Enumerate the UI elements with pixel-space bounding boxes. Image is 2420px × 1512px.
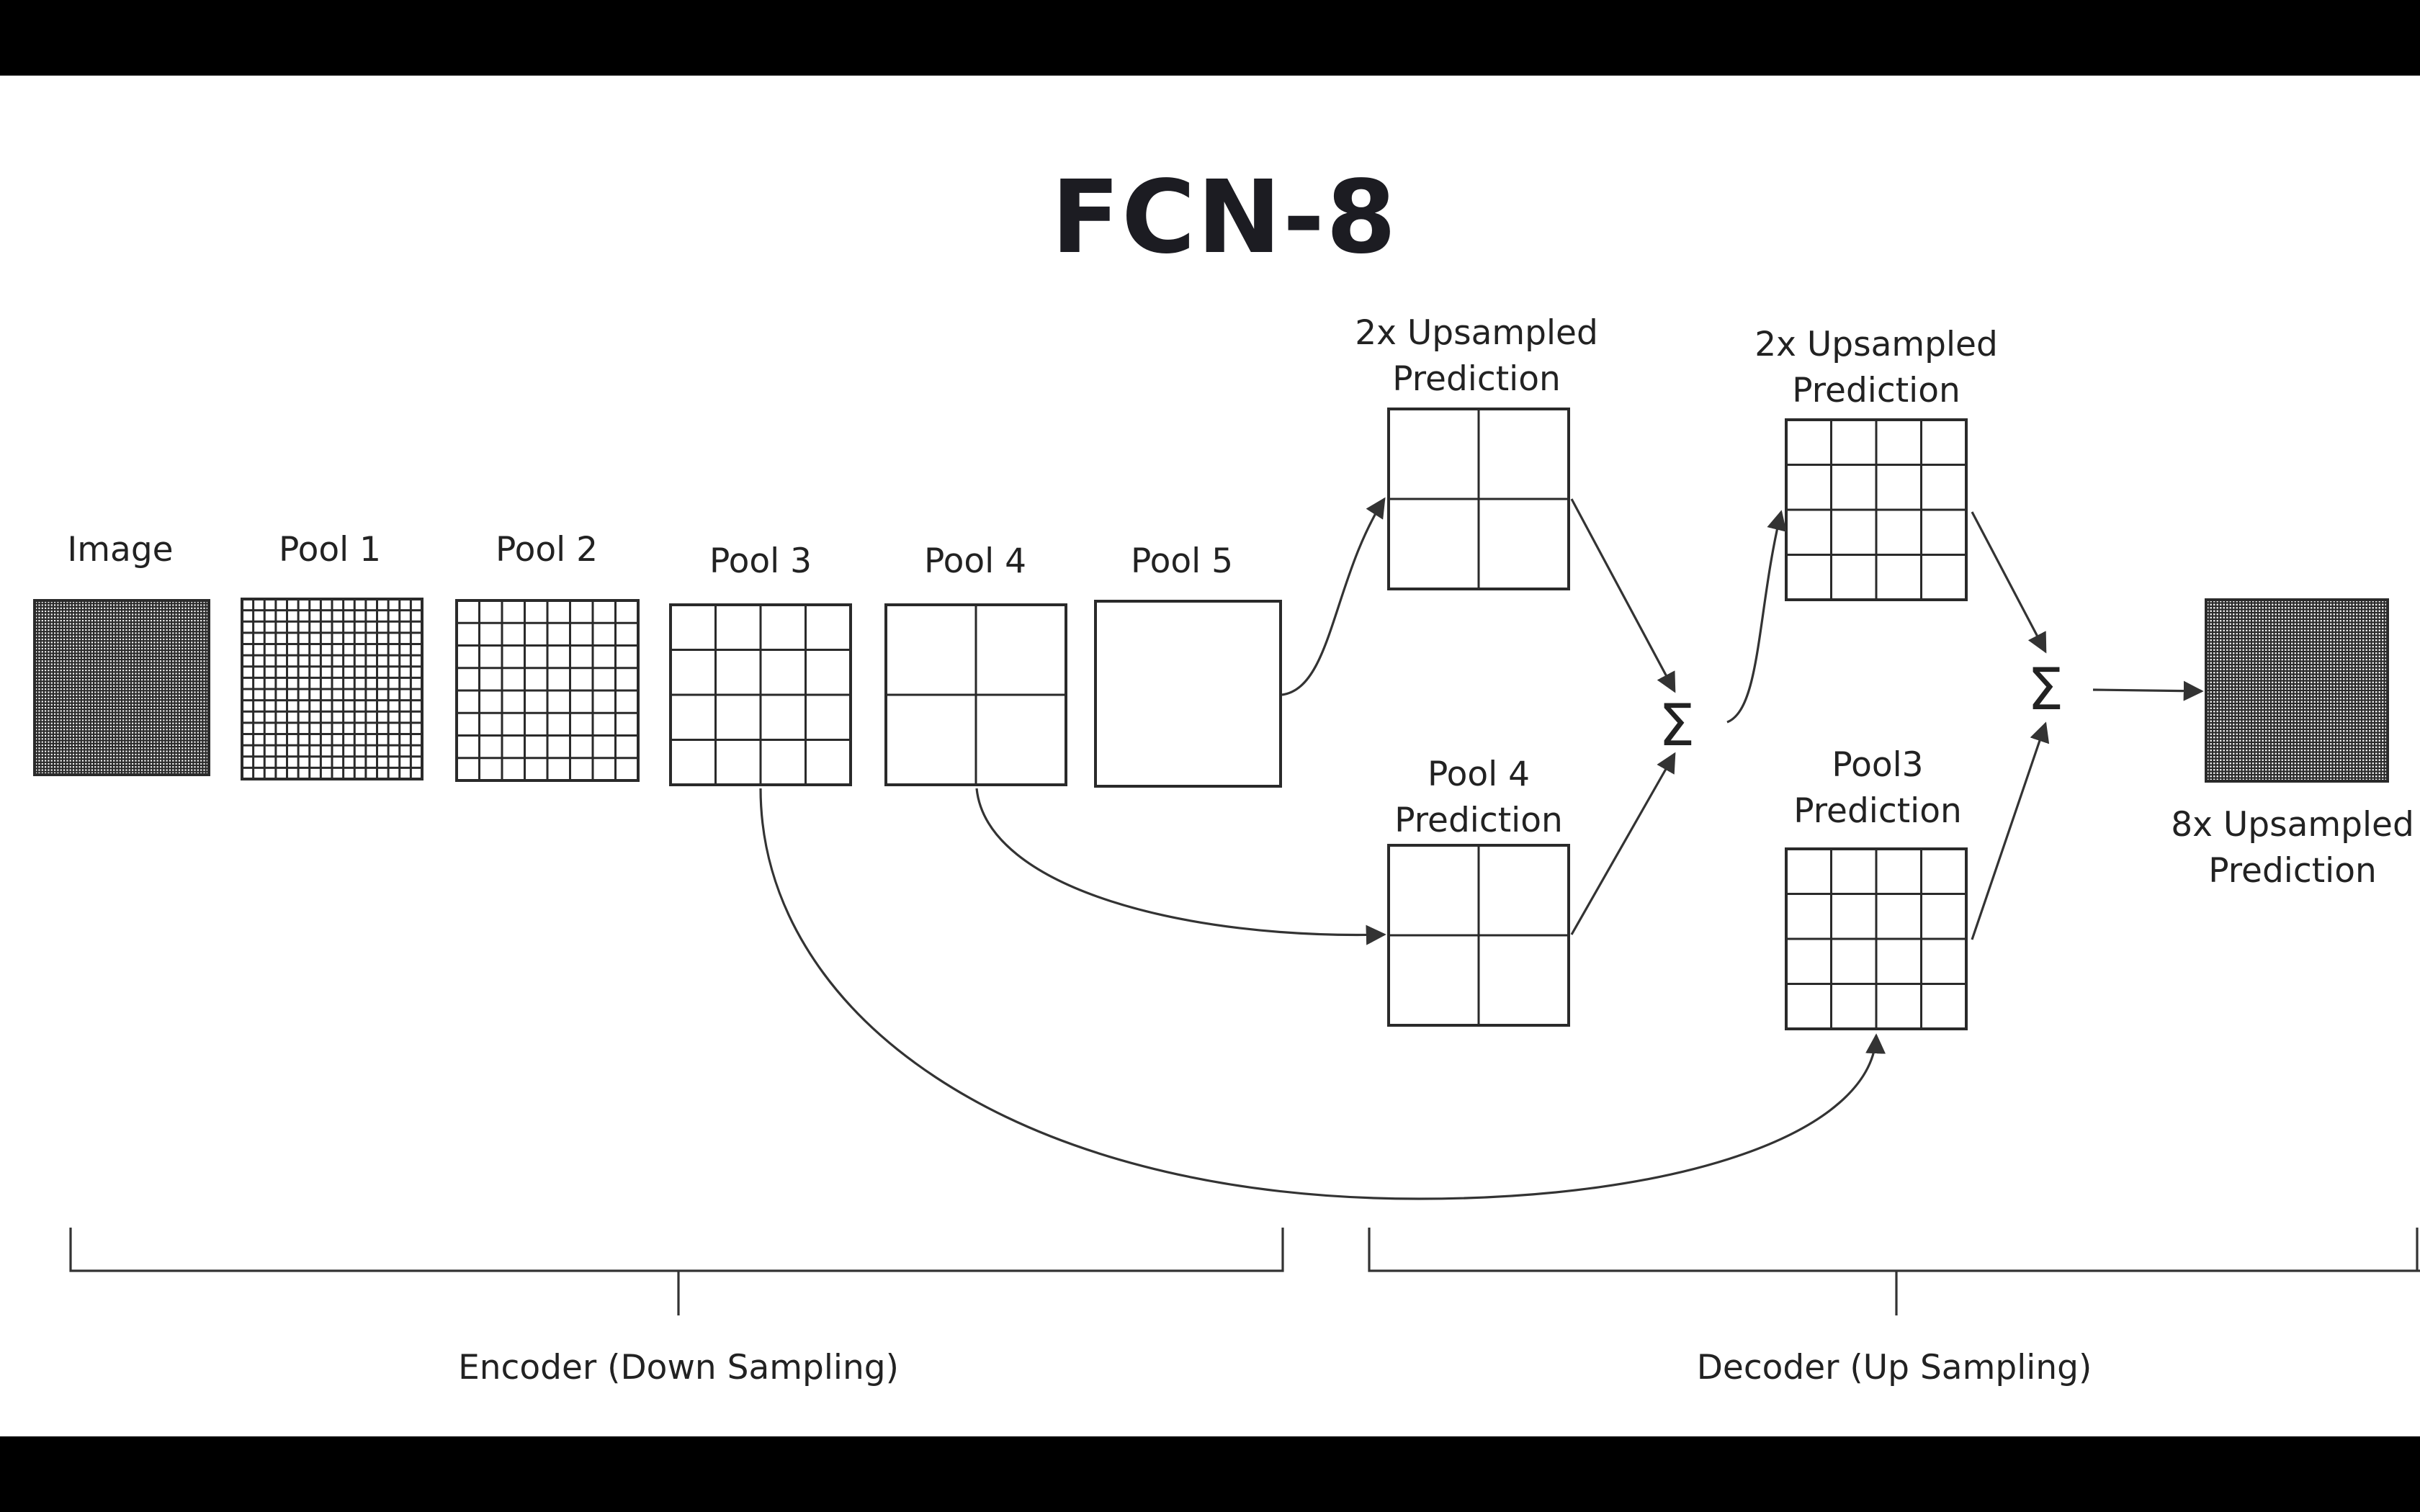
arrow-pool3-prediction-to-sum — [1971, 721, 2050, 940]
grid-frame — [1094, 600, 1282, 788]
sum-symbol-first: Σ — [1659, 692, 1695, 759]
label-pool3-prediction-line1: Pool3 — [1832, 745, 1923, 785]
arrow-sum-to-upsampled-8x — [2092, 680, 2204, 701]
pool3-prediction-grid — [1785, 847, 1968, 1030]
diagram-title: FCN-8 — [1051, 159, 1397, 276]
label-pool4-prediction-line1: Pool 4 — [1428, 755, 1530, 794]
upsampled-2x-a-grid — [1387, 408, 1570, 590]
label-upsampled-2x-a-line1: 2x Upsampled — [1355, 313, 1598, 353]
decoder-section-label: Decoder (Up Sampling) — [1697, 1348, 2092, 1387]
label-image: Image — [67, 530, 173, 570]
label-upsampled-2x-b-line2: Prediction — [1792, 371, 1960, 410]
arrow-upsampled-a-to-sum — [1570, 498, 1676, 693]
decoder-bracket — [1368, 1228, 2420, 1315]
label-pool1: Pool 1 — [279, 530, 381, 570]
pool1-grid — [241, 598, 424, 780]
upsampled-2x-b-grid — [1785, 418, 1968, 601]
arrow-pool5-to-upsampled-a — [1281, 497, 1386, 696]
pool4-grid — [884, 603, 1067, 786]
arrow-upsampled-b-to-sum — [1971, 511, 2047, 654]
letterbox-top — [0, 0, 2420, 76]
pool2-grid — [455, 599, 640, 782]
encoder-section-label: Encoder (Down Sampling) — [458, 1348, 899, 1387]
label-pool4-prediction-line2: Prediction — [1394, 801, 1563, 840]
letterbox-bottom — [0, 1436, 2420, 1512]
label-pool4: Pool 4 — [924, 541, 1026, 581]
arrow-pool4-prediction-to-sum — [1570, 752, 1676, 935]
label-pool5: Pool 5 — [1131, 541, 1233, 581]
fcn8-diagram: FCN-8 Image Pool 1 Pool 2 Pool 3 Pool 4 … — [33, 159, 2420, 1387]
arrow-pool4-to-pool4-prediction — [975, 788, 1386, 945]
label-upsampled-8x-line1: 8x Upsampled — [2171, 805, 2414, 845]
sum-symbol-second: Σ — [2027, 656, 2064, 723]
label-pool3: Pool 3 — [709, 541, 812, 581]
label-pool2: Pool 2 — [496, 530, 598, 570]
pool5-grid — [1094, 600, 1282, 788]
pool4-prediction-grid — [1387, 844, 1570, 1027]
label-upsampled-8x-line2: Prediction — [2208, 851, 2377, 891]
slide-canvas: FCN-8 Image Pool 1 Pool 2 Pool 3 Pool 4 … — [0, 76, 2420, 1436]
encoder-bracket — [69, 1228, 1284, 1315]
image-grid — [33, 599, 210, 776]
arrow-pool3-to-pool3-prediction — [759, 788, 1886, 1200]
label-pool3-prediction-line2: Prediction — [1793, 791, 1962, 831]
label-upsampled-2x-b-line1: 2x Upsampled — [1754, 325, 1998, 364]
arrow-sum-to-upsampled-b — [1726, 510, 1787, 724]
pool3-grid — [669, 603, 852, 786]
upsampled-8x-grid — [2205, 598, 2389, 783]
label-upsampled-2x-a-line2: Prediction — [1392, 359, 1561, 399]
